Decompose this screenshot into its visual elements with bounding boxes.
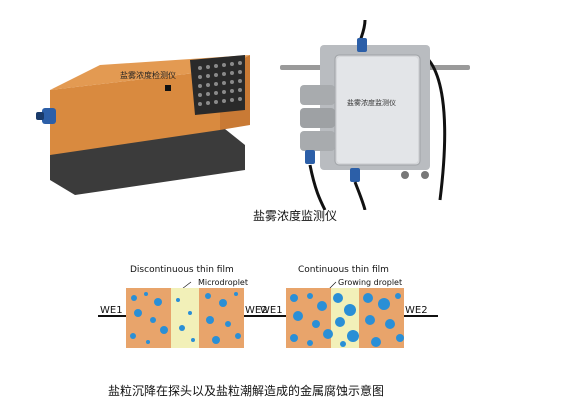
connector-icon [36,108,56,124]
discontinuous-film-diagram: Discontinuous thin film Microdroplet WE1… [98,265,278,348]
vent-grille [190,55,245,115]
we2-label: WE2 [405,305,428,316]
continuous-film-diagram: Continuous thin film Growing droplet WE1… [258,265,438,348]
connector-icon [350,168,360,182]
orange-sensor-device-photo: 盐雾浓度检测仪 [36,55,250,195]
we1-label: WE1 [260,305,283,316]
diagram-title: Continuous thin film [298,265,389,275]
droplets [130,292,241,344]
we2-label: WE2 [245,305,268,316]
caption-device: 盐雾浓度监测仪 [253,209,338,223]
sensor-cylinders [300,85,335,151]
device-label-left: 盐雾浓度检测仪 [120,70,176,80]
droplets [290,293,404,347]
connector-icon [305,150,315,164]
metal-enclosure-device-photo: 盐雾浓度监测仪 [280,20,470,210]
device-label-right: 盐雾浓度监测仪 [347,98,396,107]
diagram-title: Discontinuous thin film [130,265,234,275]
electrode-gap [171,288,199,348]
diagram-annotation: Microdroplet [198,278,248,287]
connector-icon [357,38,367,52]
we1-label: WE1 [100,305,123,316]
indicator-square [165,85,171,91]
caption-diagram: 盐粒沉降在探头以及盐粒潮解造成的金属腐蚀示意图 [108,384,385,398]
diagram-annotation: Growing droplet [338,278,402,287]
